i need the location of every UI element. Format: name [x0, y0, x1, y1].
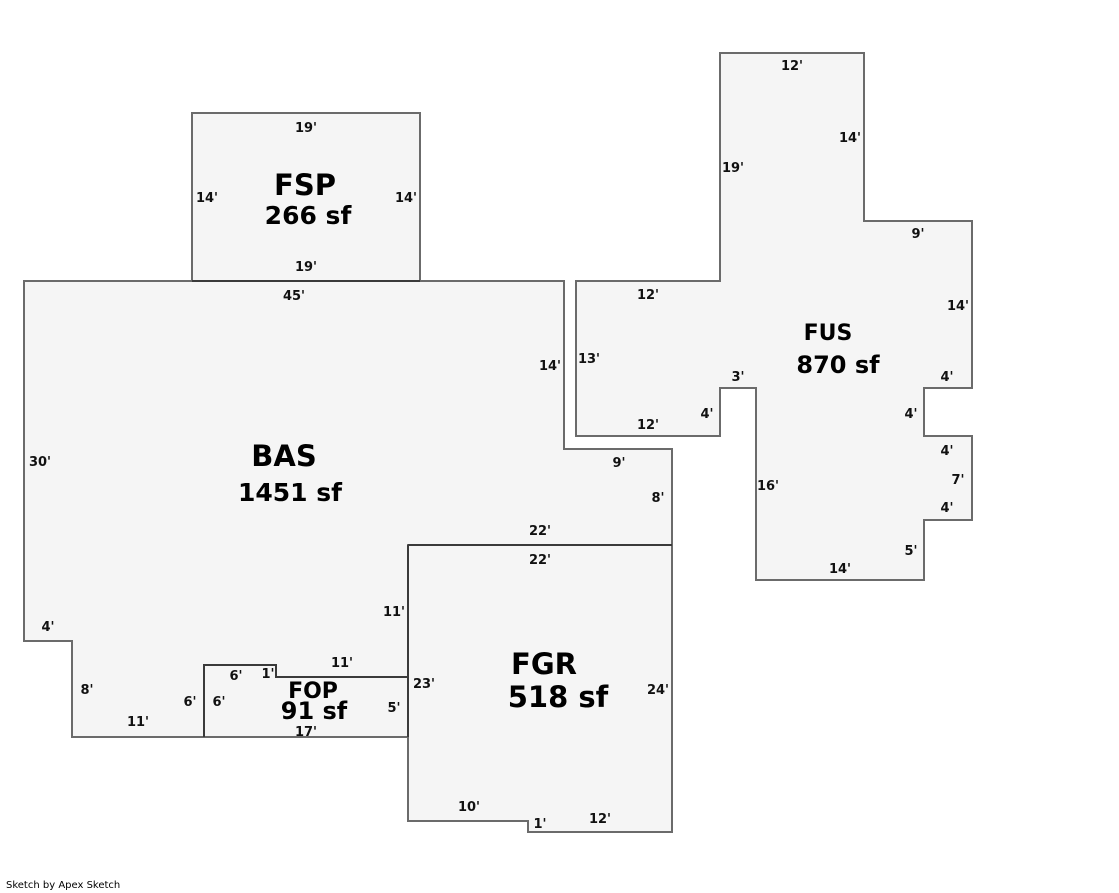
- dim-label: 6': [229, 669, 242, 684]
- area-sqft-fsp: 266 sf: [265, 201, 353, 230]
- dim-label: 4': [940, 370, 953, 385]
- dim-label: 5': [904, 544, 917, 559]
- dim-label: 4': [904, 407, 917, 422]
- dim-label: 24': [647, 683, 669, 698]
- dim-label: 14': [839, 131, 861, 146]
- area-sqft-fus: 870 sf: [796, 351, 880, 379]
- dim-label: 19': [295, 260, 317, 275]
- dim-label: 1': [533, 817, 546, 832]
- dim-label: 12': [589, 812, 611, 827]
- dim-label: 45': [283, 289, 305, 304]
- dim-label: 22': [529, 553, 551, 568]
- dim-label: 14': [395, 191, 417, 206]
- dim-label: 14': [196, 191, 218, 206]
- area-fus[interactable]: [575, 52, 973, 581]
- dim-label: 12': [781, 59, 803, 74]
- dim-label: 30': [29, 455, 51, 470]
- dim-label: 14': [829, 562, 851, 577]
- area-code-fus: FUS: [804, 321, 853, 346]
- dim-label: 8': [651, 491, 664, 506]
- dim-label: 9': [612, 456, 625, 471]
- sketch-credit: Sketch by Apex Sketch: [6, 880, 121, 891]
- area-code-fsp: FSP: [274, 168, 336, 202]
- dim-label: 4': [940, 444, 953, 459]
- area-code-bas: BAS: [251, 439, 316, 473]
- dim-label: 6': [212, 695, 225, 710]
- area-code-fgr: FGR: [511, 647, 577, 681]
- dim-label: 3': [731, 370, 744, 385]
- dim-label: 14': [539, 359, 561, 374]
- dim-label: 6': [183, 695, 196, 710]
- dim-label: 4': [700, 407, 713, 422]
- dim-label: 17': [295, 725, 317, 740]
- dim-label: 23': [413, 677, 435, 692]
- dim-label: 11': [383, 605, 405, 620]
- dim-label: 19': [295, 121, 317, 136]
- dim-label: 5': [387, 701, 400, 716]
- dim-label: 9': [911, 227, 924, 242]
- dim-label: 11': [127, 715, 149, 730]
- dim-label: 12': [637, 418, 659, 433]
- dim-label: 8': [80, 683, 93, 698]
- dim-label: 16': [757, 479, 779, 494]
- area-code-fop: FOP: [288, 679, 338, 704]
- dim-label: 11': [331, 656, 353, 671]
- area-sqft-bas: 1451 sf: [238, 478, 343, 507]
- dim-label: 7': [951, 473, 964, 488]
- shared-wall-bas-fop: [203, 664, 408, 737]
- area-sqft-fop: 91 sf: [281, 697, 348, 725]
- dim-label: 10': [458, 800, 480, 815]
- dim-label: 4': [940, 501, 953, 516]
- dim-label: 1': [261, 667, 274, 682]
- dim-label: 12': [637, 288, 659, 303]
- dim-label: 14': [947, 299, 969, 314]
- dim-label: 4': [41, 620, 54, 635]
- dim-label: 13': [578, 352, 600, 367]
- dim-label: 22': [529, 524, 551, 539]
- dim-label: 19': [722, 161, 744, 176]
- area-sqft-fgr: 518 sf: [508, 680, 609, 714]
